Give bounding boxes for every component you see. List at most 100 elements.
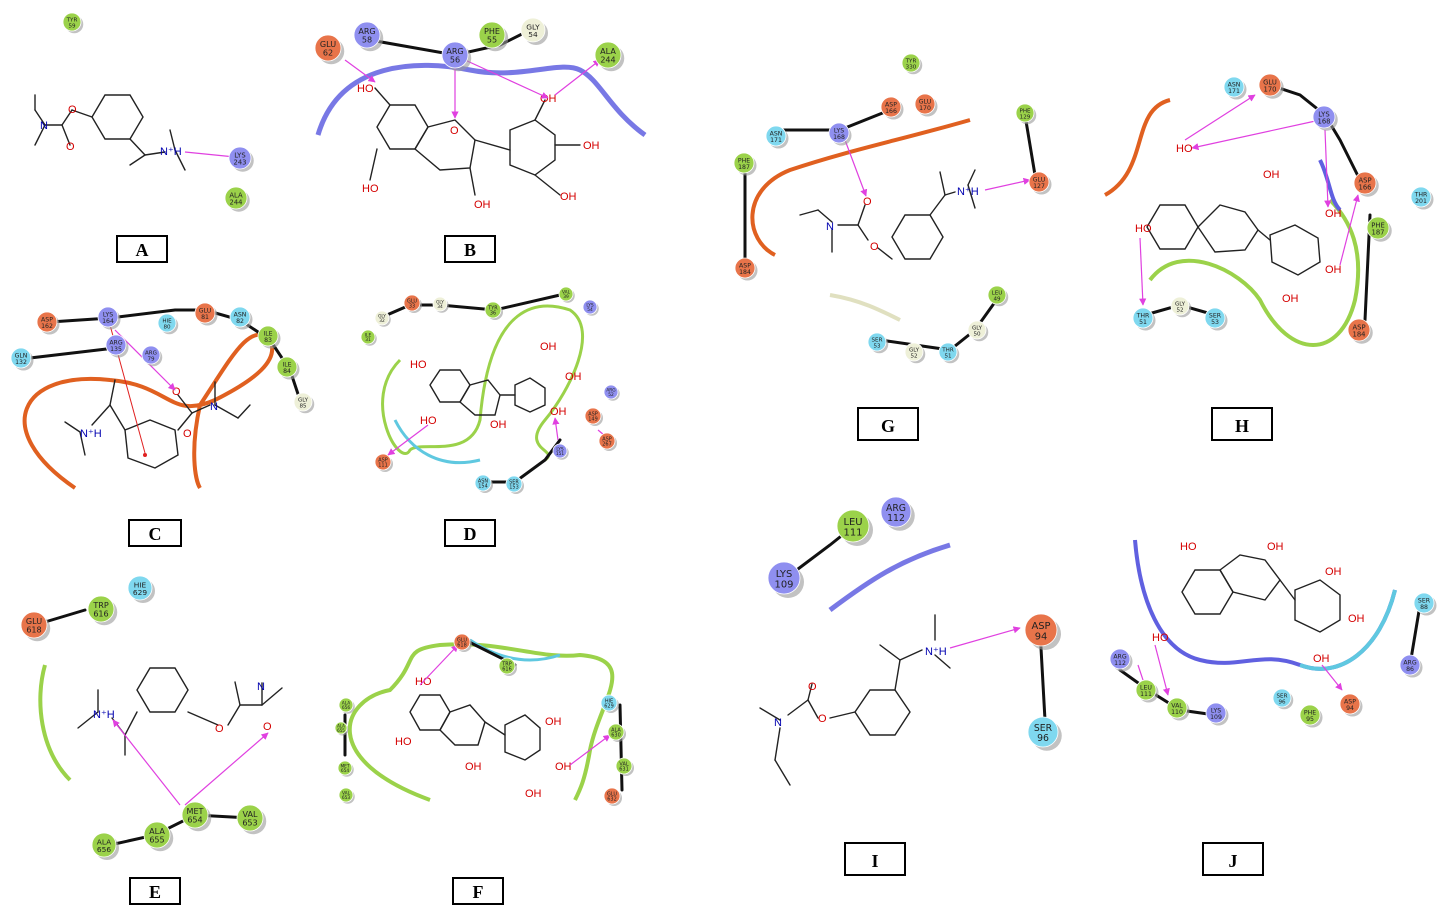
svg-text:VAL: VAL <box>243 810 258 819</box>
panel-label-I: I <box>844 842 906 876</box>
svg-text:ARG: ARG <box>1403 659 1417 666</box>
svg-text:ASN: ASN <box>1228 81 1241 88</box>
svg-text:616: 616 <box>93 610 108 619</box>
svg-text:THR: THR <box>1414 191 1428 198</box>
svg-text:58: 58 <box>362 36 372 45</box>
ligand-catechin-F: HO HO OH OH OH OH <box>395 644 611 800</box>
atom-OH: OH <box>1325 208 1342 220</box>
svg-text:MET: MET <box>340 764 349 770</box>
svg-text:631: 631 <box>619 767 628 773</box>
atom-O: O <box>172 386 181 398</box>
atom-OH: OH <box>1282 293 1299 305</box>
svg-text:LEU: LEU <box>1140 684 1152 691</box>
svg-text:244: 244 <box>229 198 242 206</box>
svg-text:GLU: GLU <box>1263 78 1277 86</box>
svg-text:96: 96 <box>1037 733 1049 744</box>
atom-O: O <box>183 428 192 440</box>
atom-OH: OH <box>550 406 567 418</box>
atom-O: O <box>68 104 77 116</box>
svg-text:618: 618 <box>26 626 41 635</box>
svg-text:52: 52 <box>608 392 614 398</box>
svg-text:GLY: GLY <box>909 347 920 353</box>
svg-text:TYR: TYR <box>66 17 78 23</box>
svg-text:ALA: ALA <box>149 827 165 836</box>
svg-text:135: 135 <box>110 346 122 353</box>
svg-text:ILE: ILE <box>282 361 291 368</box>
panel-label-A: A <box>116 235 168 263</box>
svg-text:51: 51 <box>1139 319 1147 326</box>
svg-text:653: 653 <box>342 795 351 801</box>
svg-text:HIE: HIE <box>605 699 613 705</box>
atom-N: N <box>826 221 834 233</box>
svg-text:616: 616 <box>502 667 511 673</box>
svg-text:50: 50 <box>973 331 981 337</box>
svg-text:GLU: GLU <box>919 98 931 105</box>
svg-text:51: 51 <box>944 353 952 359</box>
svg-text:201: 201 <box>1415 198 1427 205</box>
atom-OH: OH <box>583 140 600 152</box>
svg-text:LYS: LYS <box>1211 707 1221 714</box>
svg-text:54: 54 <box>528 30 538 39</box>
svg-text:80: 80 <box>163 324 171 330</box>
atom-NH: N⁺H <box>957 186 979 198</box>
atom-N: N <box>40 120 48 132</box>
svg-text:632: 632 <box>607 797 616 803</box>
atom-OH: OH <box>474 199 491 211</box>
svg-text:E: E <box>149 882 161 902</box>
atom-HO: HO <box>1135 223 1152 235</box>
svg-text:243: 243 <box>233 158 246 166</box>
atom-OH: OH <box>1313 653 1330 665</box>
svg-text:LYS: LYS <box>776 569 793 580</box>
svg-text:52: 52 <box>910 353 917 359</box>
svg-text:267: 267 <box>602 442 611 448</box>
panel-label-D: D <box>444 519 496 547</box>
panel-label-B: B <box>444 235 496 263</box>
svg-text:ARG: ARG <box>145 350 157 356</box>
svg-text:ARG: ARG <box>606 388 615 394</box>
svg-text:654: 654 <box>341 768 350 774</box>
svg-text:TRP: TRP <box>92 601 109 610</box>
atom-OH: OH <box>1325 566 1342 578</box>
svg-text:PHE: PHE <box>1019 108 1031 114</box>
ligand-catechin-B: HO O HO OH OH OH OH <box>344 59 601 211</box>
ligand-catechin-H: HO HO OH OH OH OH <box>1135 94 1360 306</box>
svg-text:THR: THR <box>1136 312 1150 319</box>
svg-text:ARG: ARG <box>358 27 375 36</box>
svg-text:88: 88 <box>1420 604 1428 611</box>
svg-text:81: 81 <box>201 314 209 321</box>
svg-text:53: 53 <box>1211 319 1219 326</box>
svg-text:SER: SER <box>509 480 519 486</box>
atom-NH: N⁺H <box>93 709 115 721</box>
svg-text:MET: MET <box>187 807 204 816</box>
svg-text:LEU: LEU <box>992 290 1003 296</box>
atom-OH: OH <box>545 716 562 728</box>
svg-text:GLU: GLU <box>407 299 417 305</box>
svg-text:ASP: ASP <box>588 412 598 418</box>
svg-text:86: 86 <box>1406 666 1414 673</box>
